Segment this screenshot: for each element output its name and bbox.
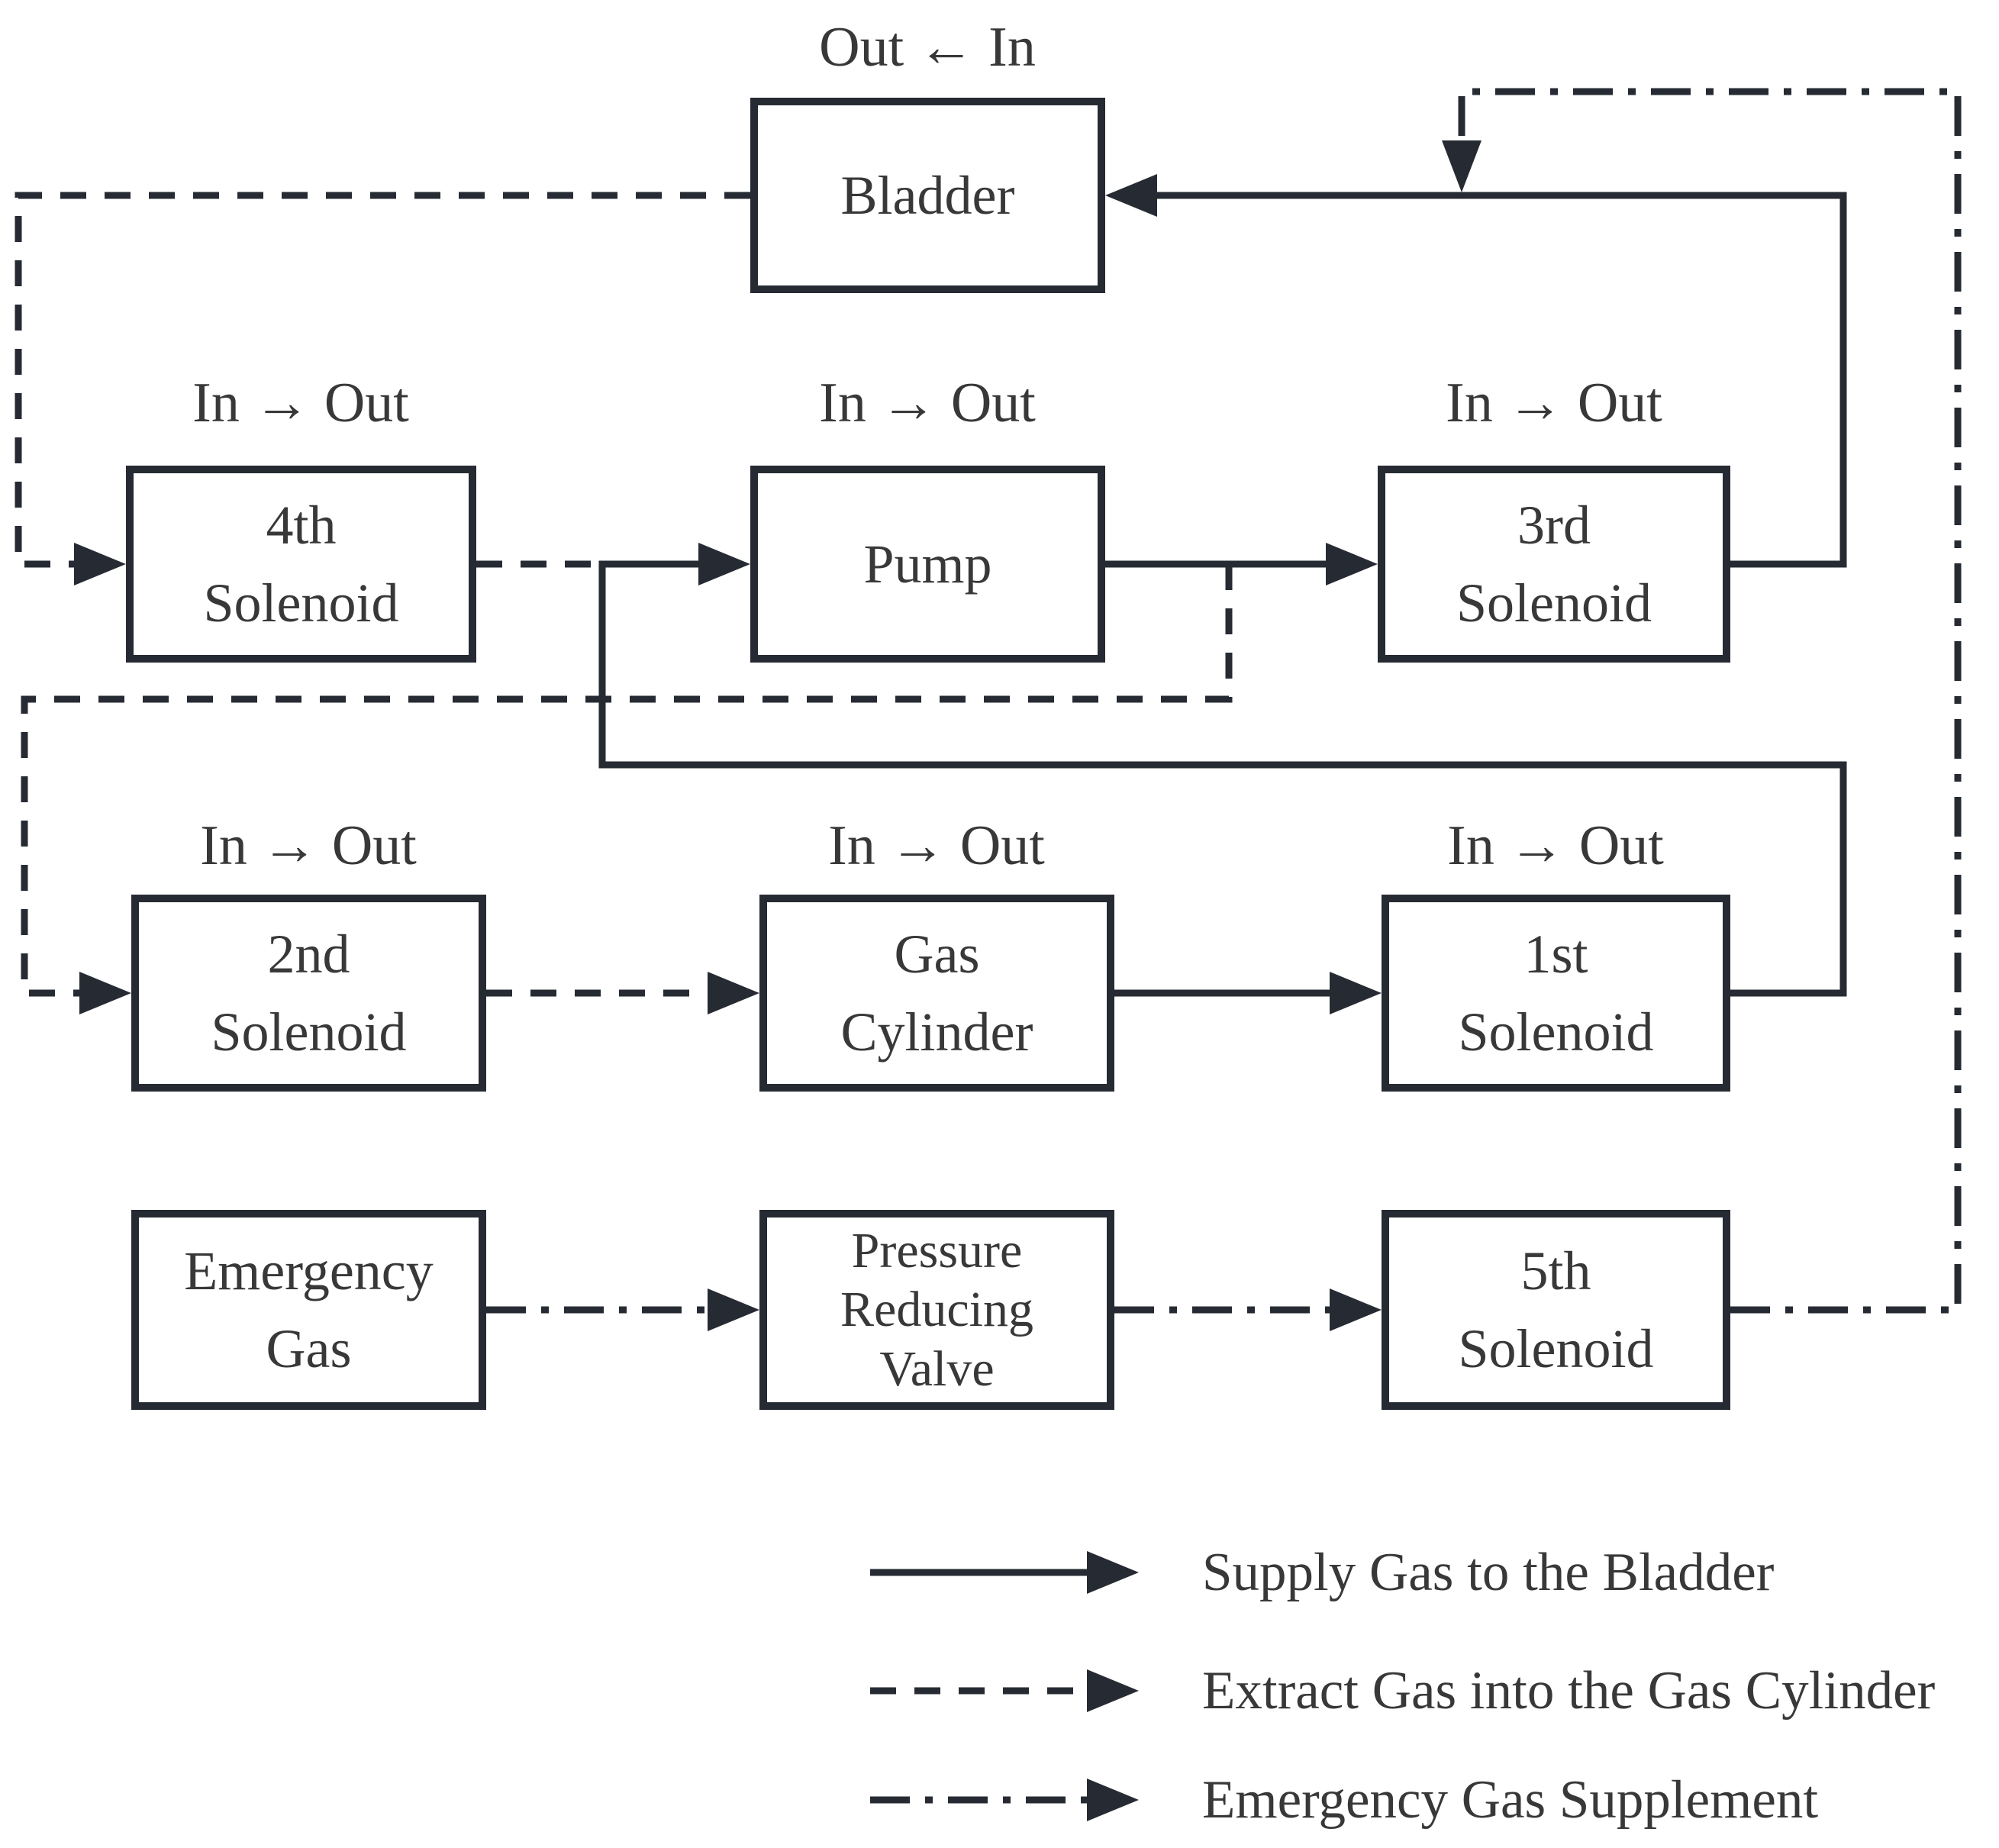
node-4th-solenoid: 4th Solenoid bbox=[126, 466, 476, 663]
node-1st-solenoid: 1st Solenoid bbox=[1382, 895, 1730, 1092]
node-3rd-solenoid-label: 3rd Solenoid bbox=[1456, 494, 1652, 634]
node-pump-label: Pump bbox=[863, 533, 992, 595]
node-emergency-gas-label: Emergency Gas bbox=[184, 1240, 434, 1379]
node-2nd-solenoid: 2nd Solenoid bbox=[131, 895, 486, 1092]
node-5th-solenoid-label: 5th Solenoid bbox=[1458, 1240, 1654, 1379]
node-1st-solenoid-label: 1st Solenoid bbox=[1458, 923, 1654, 1063]
extract-line-bladder-to-4th-solenoid bbox=[15, 192, 750, 585]
flow-direction-label-bladder: Out ← In bbox=[819, 16, 1036, 79]
extract-line-pump-to-2nd-solenoid bbox=[21, 564, 1233, 1014]
node-pressure-reducing-valve: Pressure Reducing Valve bbox=[759, 1210, 1114, 1410]
legend-sample-dashdot-arrow bbox=[870, 1779, 1139, 1821]
emergency-line-valve-to-5th-solenoid bbox=[1114, 1288, 1382, 1331]
node-bladder: Bladder bbox=[750, 98, 1105, 293]
flow-direction-label-2nd-solenoid: In → Out bbox=[200, 814, 417, 877]
node-3rd-solenoid: 3rd Solenoid bbox=[1378, 466, 1730, 663]
node-bladder-label: Bladder bbox=[840, 164, 1015, 226]
emergency-line-emergency-gas-to-valve bbox=[486, 1288, 759, 1331]
emergency-line-5th-solenoid-to-bladder-supply bbox=[1442, 88, 1962, 1314]
flow-direction-label-3rd-solenoid: In → Out bbox=[1446, 372, 1662, 434]
flow-direction-label-1st-solenoid: In → Out bbox=[1447, 814, 1664, 877]
supply-line-pump-to-3rd-solenoid bbox=[1105, 543, 1378, 585]
supply-line-3rd-solenoid-to-bladder bbox=[1105, 174, 1847, 568]
node-pressure-reducing-valve-label: Pressure Reducing Valve bbox=[840, 1223, 1033, 1397]
flow-direction-label-pump: In → Out bbox=[819, 372, 1036, 434]
node-pump: Pump bbox=[750, 466, 1105, 663]
legend-sample-dashed-arrow bbox=[870, 1669, 1139, 1712]
legend-item-supply-label: Supply Gas to the Bladder bbox=[1202, 1543, 1775, 1602]
supply-line-gas-cylinder-to-1st-solenoid bbox=[1114, 972, 1382, 1014]
node-emergency-gas: Emergency Gas bbox=[131, 1210, 486, 1410]
flow-direction-label-gas-cylinder: In → Out bbox=[828, 814, 1045, 877]
node-gas-cylinder: Gas Cylinder bbox=[759, 895, 1114, 1092]
legend-item-emergency-label: Emergency Gas Supplement bbox=[1202, 1770, 1819, 1830]
node-5th-solenoid: 5th Solenoid bbox=[1382, 1210, 1730, 1410]
node-2nd-solenoid-label: 2nd Solenoid bbox=[211, 923, 407, 1063]
extract-line-2nd-solenoid-to-gas-cylinder bbox=[486, 972, 759, 1014]
legend-item-extract-label: Extract Gas into the Gas Cylinder bbox=[1202, 1661, 1936, 1721]
node-gas-cylinder-label: Gas Cylinder bbox=[840, 923, 1033, 1063]
node-4th-solenoid-label: 4th Solenoid bbox=[203, 494, 399, 634]
flow-direction-label-4th-solenoid: In → Out bbox=[192, 372, 409, 434]
supply-line-1st-solenoid-to-pump bbox=[598, 543, 1847, 997]
legend-sample-solid-arrow bbox=[870, 1551, 1139, 1594]
